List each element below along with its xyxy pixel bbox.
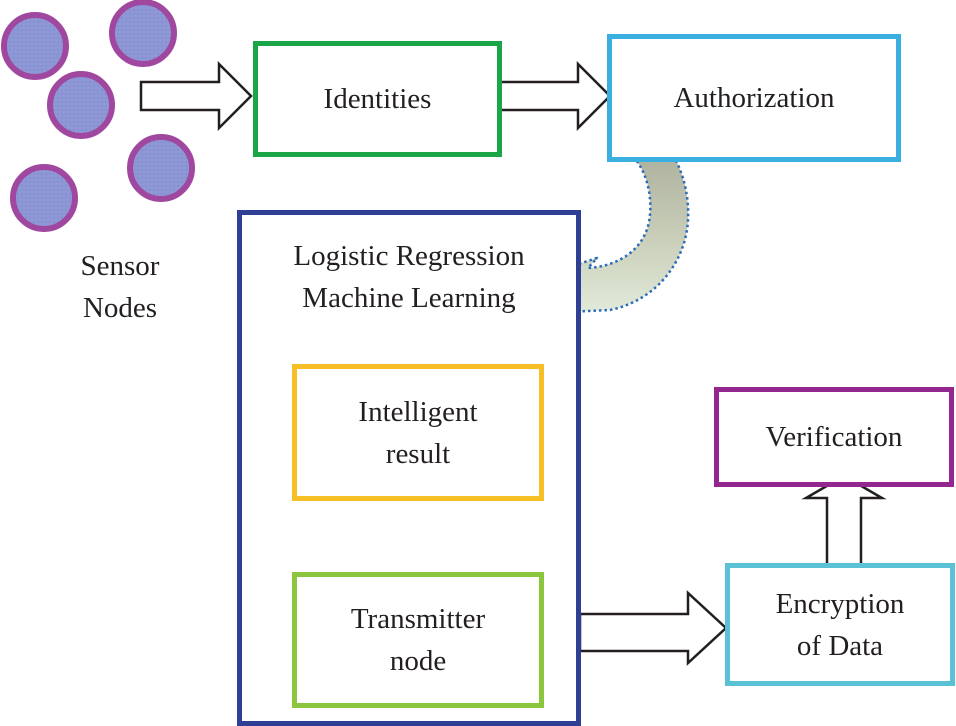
sensor-nodes-label-line2: Nodes bbox=[82, 292, 158, 324]
verification-box: Verification bbox=[714, 387, 954, 487]
sensor-node-1 bbox=[1, 12, 69, 80]
verification-label: Verification bbox=[765, 421, 903, 453]
sensor-nodes-label-line1: Sensor bbox=[80, 250, 160, 282]
sensor-node-5 bbox=[10, 164, 78, 232]
authorization-box: Authorization bbox=[607, 34, 901, 162]
arrow-sensors-to-identities bbox=[139, 60, 253, 132]
intelligent-result-line2: result bbox=[385, 437, 451, 470]
logistic-regression-title-line2: Machine Learning bbox=[302, 282, 516, 314]
arrow-logistic-to-encryption bbox=[578, 590, 728, 666]
identities-box: Identities bbox=[253, 41, 502, 157]
logistic-regression-title: Logistic Regression Machine Learning bbox=[293, 235, 524, 319]
arrow-identities-to-authorization bbox=[498, 60, 612, 132]
authorization-label: Authorization bbox=[673, 82, 835, 114]
sensor-nodes-label: Sensor Nodes bbox=[60, 245, 180, 329]
identities-label: Identities bbox=[323, 83, 432, 115]
transmitter-node-box: Transmitter node bbox=[292, 572, 544, 708]
sensor-node-3 bbox=[47, 71, 115, 139]
arrow-encryption-to-verification bbox=[801, 474, 887, 567]
intelligent-result-box: Intelligent result bbox=[292, 364, 544, 501]
sensor-node-4 bbox=[127, 134, 195, 202]
encryption-line2: of Data bbox=[796, 629, 884, 662]
sensor-nodes bbox=[1, 0, 195, 232]
transmitter-node-line2: node bbox=[389, 645, 447, 677]
encryption-box: Encryption of Data bbox=[725, 563, 955, 686]
logistic-regression-title-line1: Logistic Regression bbox=[293, 240, 525, 272]
intelligent-result-line1: Intelligent bbox=[358, 395, 478, 428]
encryption-line1: Encryption bbox=[775, 587, 905, 620]
sensor-node-2 bbox=[109, 0, 177, 67]
transmitter-node-line1: Transmitter bbox=[350, 603, 486, 635]
